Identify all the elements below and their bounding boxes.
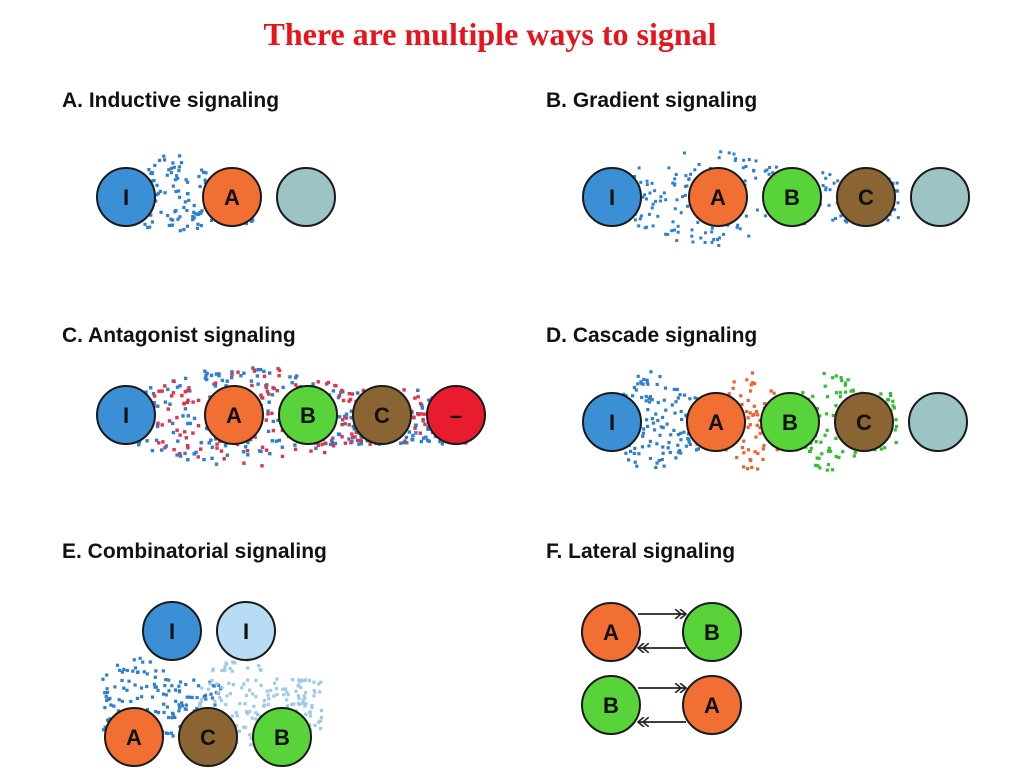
- panel-f-title: F. Lateral signaling: [546, 540, 736, 563]
- page-title: There are multiple ways to signal: [263, 16, 717, 52]
- panel-d-title: D. Cascade signaling: [546, 324, 758, 347]
- panel-b-cell-1: I: [582, 167, 642, 227]
- panel-f-cell-2-label: B: [704, 620, 720, 645]
- panel-c-cell-1: I: [96, 385, 156, 445]
- panel-e-cell-3-label: A: [126, 725, 142, 750]
- panel-d-cell-2: A: [686, 392, 746, 452]
- panel-c-cell-5-label: –: [450, 403, 462, 428]
- panel-c-cell-3-label: B: [300, 403, 316, 428]
- panel-f-cell-3-label: B: [603, 693, 619, 718]
- panel-b-cell-2-label: A: [710, 185, 726, 210]
- panel-c-cell-5: –: [426, 385, 486, 445]
- panel-b-cell-1-label: I: [609, 185, 615, 210]
- panel-a-cell-2: A: [202, 167, 262, 227]
- panel-a-cell-3: [276, 167, 336, 227]
- panel-e-cell-4: C: [178, 707, 238, 767]
- panel-d-cell-5: [908, 392, 968, 452]
- panel-a-cell-1: I: [96, 167, 156, 227]
- panel-b-cell-3-label: B: [784, 185, 800, 210]
- panel-d-cell-1: I: [582, 392, 642, 452]
- panel-f-cell-1: A: [581, 602, 641, 662]
- panel-e-cell-2: I: [216, 601, 276, 661]
- panel-f-cell-1-label: A: [603, 620, 619, 645]
- panel-e-cell-1-label: I: [169, 619, 175, 644]
- panel-a-cell-2-label: A: [224, 185, 240, 210]
- panel-d-cell-3-label: B: [782, 410, 798, 435]
- panel-c-cell-2: A: [204, 385, 264, 445]
- panel-e-cell-4-label: C: [200, 725, 216, 750]
- panel-b-cell-4: C: [836, 167, 896, 227]
- panel-b-cell-5: [910, 167, 970, 227]
- panel-d-cell-2-label: A: [708, 410, 724, 435]
- panel-b-title: B. Gradient signaling: [546, 89, 758, 112]
- panel-c-title: C. Antagonist signaling: [62, 324, 296, 347]
- panel-e-cell-1: I: [142, 601, 202, 661]
- panel-e-cell-2-label: I: [243, 619, 249, 644]
- panel-b-cell-2: A: [688, 167, 748, 227]
- panel-d-cell-1-label: I: [609, 410, 615, 435]
- panel-e-cell-5-label: B: [274, 725, 290, 750]
- panel-c-cell-1-label: I: [123, 403, 129, 428]
- panel-f-cell-4-label: A: [704, 693, 720, 718]
- panel-f-cell-2: B: [682, 602, 742, 662]
- panel-e-title: E. Combinatorial signaling: [62, 540, 327, 563]
- panel-a-cell-1-label: I: [123, 185, 129, 210]
- panel-d-cell-3: B: [760, 392, 820, 452]
- panel-e-cell-3: A: [104, 707, 164, 767]
- panel-c-cell-3: B: [278, 385, 338, 445]
- panel-b-cell-4-label: C: [858, 185, 874, 210]
- panel-d-cell-4: C: [834, 392, 894, 452]
- panel-f-cell-4: A: [682, 675, 742, 735]
- panel-c-cell-4-label: C: [374, 403, 390, 428]
- panel-e-cell-5: B: [252, 707, 312, 767]
- panel-d-cell-4-label: C: [856, 410, 872, 435]
- panel-c-cell-4: C: [352, 385, 412, 445]
- panel-a-title: A. Inductive signaling: [62, 89, 280, 112]
- panel-c-cell-2-label: A: [226, 403, 242, 428]
- panel-f-cell-3: B: [581, 675, 641, 735]
- panel-b-cell-3: B: [762, 167, 822, 227]
